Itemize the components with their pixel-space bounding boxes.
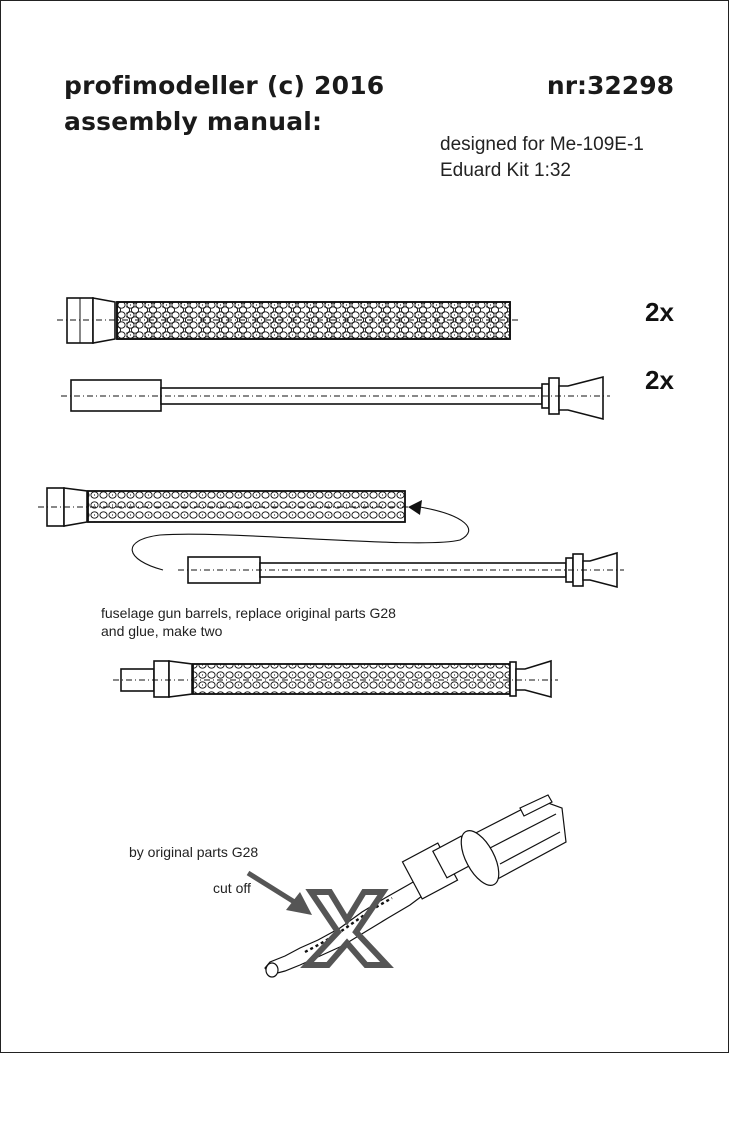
manual-title: assembly manual: (64, 107, 323, 136)
barrel-quantity: 2x (645, 365, 674, 395)
assembly-barrel (178, 551, 624, 589)
assembly-caption-line1: fuselage gun barrels, replace original p… (101, 605, 396, 621)
brand-header: profimodeller (c) 2016 assembly manual: (64, 68, 384, 140)
cut-off-caption: cut off (213, 880, 251, 896)
assembled-gun-barrel (113, 659, 558, 699)
instruction-sheet (0, 0, 729, 1053)
designed-for-kit: Eduard Kit 1:32 (440, 160, 571, 181)
cut-x-icon (300, 889, 394, 968)
gun-barrel-part (61, 375, 610, 421)
original-parts-caption: by original parts G28 (129, 844, 259, 860)
cut-off-arrow-icon (246, 870, 312, 915)
assembly-caption: fuselage gun barrels, replace original p… (101, 604, 396, 640)
assembly-caption-line2: and glue, make two (101, 623, 223, 639)
brand-title: profimodeller (c) 2016 (64, 71, 385, 100)
insert-arrow (131, 500, 470, 571)
assembly-jacket (38, 487, 412, 527)
designed-for-aircraft: designed for Me-109E-1 (440, 134, 644, 155)
part-number: nr:32298 (546, 71, 674, 100)
jacket-quantity: 2x (645, 297, 674, 327)
designed-for-block: designed for Me-109E-1 Eduard Kit 1:32 (440, 132, 644, 184)
original-gun-drawing (264, 794, 567, 978)
cooling-jacket-part (57, 297, 520, 344)
